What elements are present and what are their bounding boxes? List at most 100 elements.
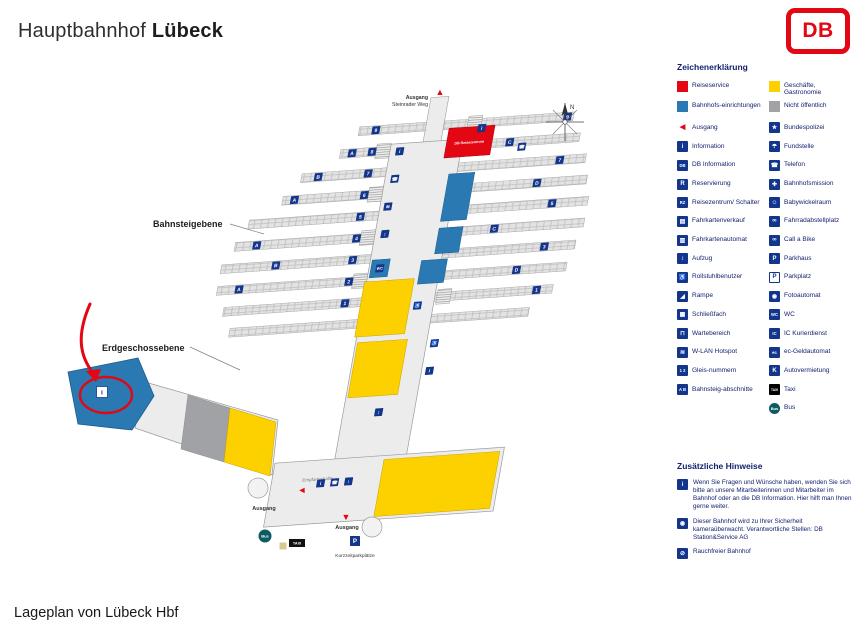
legend-item: ◢Rampe — [677, 290, 769, 310]
legend-label: Schließfach — [692, 310, 726, 318]
badge-letter: B — [313, 172, 323, 182]
legend-label: Gleis-nummern — [692, 366, 737, 374]
telephone-icon: ☎ — [517, 142, 527, 151]
shop-building — [373, 451, 501, 517]
svg-text:3: 3 — [351, 258, 355, 264]
svg-text:5: 5 — [550, 201, 554, 207]
facilities-swatch — [677, 101, 688, 113]
bus-icon: Bus — [769, 402, 780, 414]
legend-label: Information — [692, 142, 725, 150]
exit-bottom-label: Ausgang — [335, 525, 359, 531]
svg-text:◄: ◄ — [298, 485, 307, 495]
svg-text:i: i — [480, 126, 483, 132]
badge-num: 4 — [351, 234, 362, 243]
car-rental-icon: K — [769, 365, 780, 377]
svg-text:▼: ▼ — [342, 512, 351, 522]
stairway — [366, 186, 384, 203]
svg-text:8: 8 — [370, 150, 374, 156]
note-item: ◉ Dieser Bahnhof wird zu Ihrer Sicherhei… — [677, 517, 853, 542]
shops-swatch — [769, 81, 780, 92]
taxi-icon: TAXI — [769, 384, 780, 396]
page-title: Hauptbahnhof Lübeck — [18, 20, 223, 43]
ticket-machine-icon: ▥ — [677, 234, 688, 246]
ground-level-leader — [189, 346, 241, 371]
badge-letter: A — [289, 195, 300, 205]
badge-num: 5 — [547, 199, 557, 208]
svg-text:1: 1 — [343, 301, 347, 307]
svg-text:D: D — [534, 181, 539, 187]
color-key-label: Nicht öffentlich — [784, 101, 827, 109]
locker-icon: ▦ — [677, 309, 688, 321]
svg-text:A: A — [350, 151, 355, 157]
svg-text:C: C — [492, 226, 497, 232]
legend-item: i Information — [677, 141, 769, 160]
badge-letter: A — [252, 241, 262, 250]
wifi-icon: ≋ — [383, 202, 393, 211]
legend-item: ∞Fahrradabstellplatz — [769, 215, 853, 235]
svg-text:3: 3 — [542, 244, 546, 250]
svg-text:6: 6 — [362, 193, 366, 199]
note-text: Rauchfreier Bahnhof — [693, 548, 751, 556]
legend-item: ⊓Wartebereich — [677, 328, 769, 347]
station-facility-building — [67, 357, 155, 431]
wc-icon: WC — [375, 264, 385, 273]
wheelchair-icon: ♿ — [677, 271, 688, 283]
elevator-icon: ↕ — [380, 229, 390, 239]
notes-title: Zusätzliche Hinweise — [677, 461, 763, 472]
exit-top-label-line2: Steinrader Weg — [392, 102, 428, 108]
travel-center-label: DB Reisezentrum — [454, 140, 484, 146]
svg-text:↕: ↕ — [347, 480, 350, 485]
badge-num: 1 — [531, 285, 542, 295]
badge-letter: A — [347, 149, 357, 158]
legend-item: ▦ Schließfach — [677, 309, 769, 328]
svg-text:B: B — [316, 175, 321, 181]
cctv-icon: ◉ — [677, 517, 688, 529]
color-key-item: Nicht öffentlich — [769, 101, 853, 113]
legend-label: Bahnhofsmission — [784, 180, 834, 187]
badge-num: 7 — [555, 155, 565, 165]
plaza-circle — [361, 516, 383, 538]
badge-num: 5 — [355, 212, 366, 221]
legend-item: ↕Aufzug — [677, 253, 769, 272]
elevator-icon: ↕ — [677, 253, 688, 265]
exit-arrow-south: ▼ — [342, 512, 351, 522]
svg-text:D: D — [514, 268, 519, 274]
information-icon: i — [677, 141, 688, 153]
svg-text:Bus: Bus — [261, 534, 269, 539]
shop-building — [354, 278, 415, 338]
exit-left-label: Ausgang — [252, 506, 276, 512]
color-key-item: Bahnhofs-einrichtungen — [677, 101, 769, 113]
plaza-circle — [247, 477, 269, 499]
track-numbers-icon: 1 2 — [677, 365, 688, 377]
legend-label: Fahrkartenverkauf — [692, 217, 745, 225]
information-icon: i — [316, 479, 326, 488]
svg-text:i: i — [428, 368, 431, 374]
non-public-swatch — [769, 101, 780, 113]
reiseservice-swatch — [677, 81, 688, 92]
svg-text:7: 7 — [558, 158, 562, 164]
platform-sections-icon: A B — [677, 384, 688, 396]
telephone-icon: ☎ — [329, 478, 340, 487]
call-a-bike-icon: ∞ — [769, 234, 780, 246]
badge-num: 3 — [348, 255, 358, 265]
legend-label: Parkplatz — [784, 273, 812, 281]
caption: Lageplan von Lübeck Hbf — [14, 605, 179, 621]
svg-text:P: P — [353, 538, 357, 545]
legend-label: Bundespolizei — [784, 123, 825, 131]
title-city: Lübeck — [151, 20, 224, 42]
ground-level-label: Erdgeschossebene — [102, 343, 185, 353]
badge-letter: B — [271, 261, 281, 270]
svg-text:9: 9 — [374, 128, 378, 134]
legend-label: Fundstelle — [784, 142, 814, 150]
svg-text:TAXI: TAXI — [293, 542, 301, 546]
badge-num: 2 — [344, 277, 354, 286]
stairway — [374, 142, 392, 160]
svg-text:i: i — [398, 149, 401, 155]
legend-label: IC Kurierdienst — [784, 329, 827, 337]
facility-building — [440, 172, 476, 222]
